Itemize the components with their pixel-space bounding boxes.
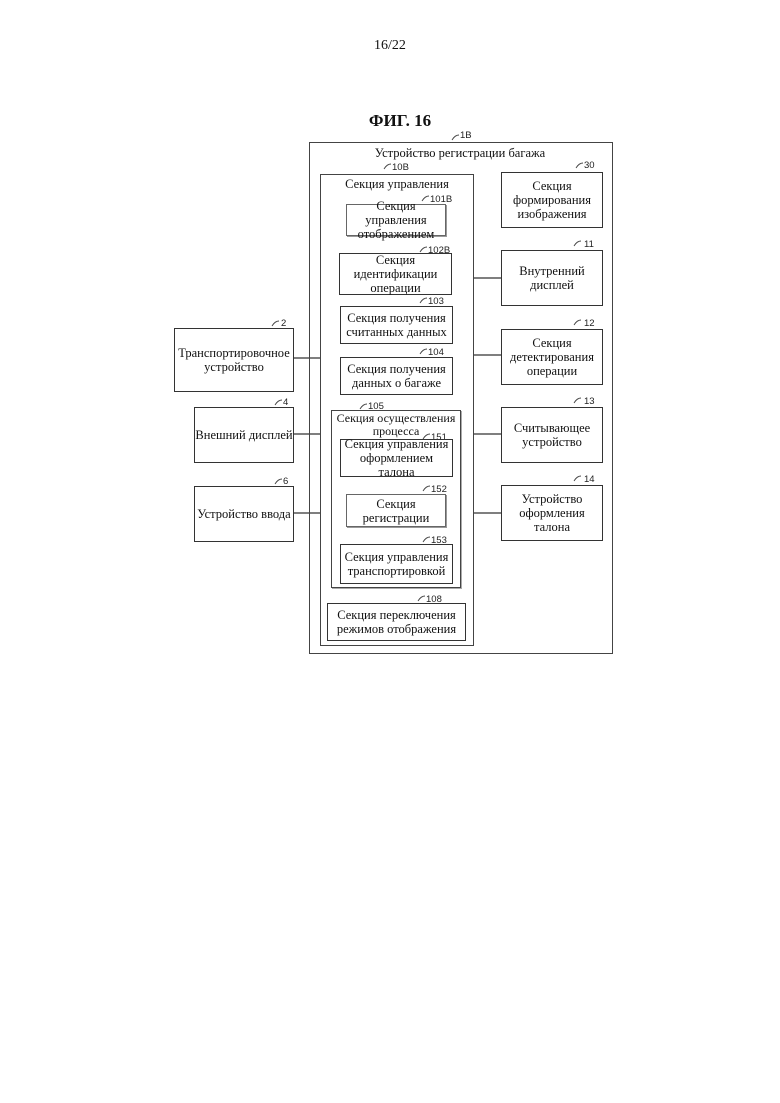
registration-label: Секция регистрации xyxy=(347,497,445,525)
operation-identification-label: Секция идентификации операции xyxy=(340,253,451,295)
tag-issuing-device: Устройство оформления талона xyxy=(501,485,603,541)
display-control-section: Секция управления отображением xyxy=(346,204,446,236)
conveyor-device: Транспортировочное устройство xyxy=(174,328,294,392)
tag-issuance-control-section: Секция управления оформлением талона xyxy=(340,439,453,477)
read-data-acquisition-section: Секция получения считанных данных xyxy=(340,306,453,344)
ref-tag-issuing-device: 14 xyxy=(584,474,595,485)
image-forming-label: Секция формирования изображения xyxy=(502,179,602,221)
conveyor-label: Транспортировочное устройство xyxy=(175,346,293,374)
input-device: Устройство ввода xyxy=(194,486,294,542)
image-forming-section: Секция формирования изображения xyxy=(501,172,603,228)
baggage-data-acquisition-section: Секция получения данных о багаже xyxy=(340,357,453,395)
display-mode-switching-label: Секция переключения режимов отображения xyxy=(328,608,465,636)
operation-identification-section: Секция идентификации операции xyxy=(339,253,452,295)
conveyance-control-label: Секция управления транспортировкой xyxy=(341,550,452,578)
ref-internal-display: 11 xyxy=(584,239,594,250)
system-label: Устройство регистрации багажа xyxy=(330,146,590,160)
ref-control-section: 10B xyxy=(392,162,409,173)
tag-issuance-control-label: Секция управления оформлением талона xyxy=(341,437,452,479)
external-display-device: Внешний дисплей xyxy=(194,407,294,463)
baggage-data-acquisition-label: Секция получения данных о багаже xyxy=(341,362,452,390)
reader-label: Считывающее устройство xyxy=(502,421,602,449)
ref-operation-detection: 12 xyxy=(584,318,595,329)
operation-detection-section: Секция детектирования операции xyxy=(501,329,603,385)
internal-display-device: Внутренний дисплей xyxy=(501,250,603,306)
operation-detection-label: Секция детектирования операции xyxy=(502,336,602,378)
conveyance-control-section: Секция управления транспортировкой xyxy=(340,544,453,584)
external-display-label: Внешний дисплей xyxy=(195,428,292,442)
internal-display-label: Внутренний дисплей xyxy=(502,264,602,292)
ref-reader: 13 xyxy=(584,396,595,407)
page-number: 16/22 xyxy=(0,38,780,54)
ref-image-forming: 30 xyxy=(584,160,595,171)
ref-system: 1B xyxy=(460,130,472,141)
figure-title: ФИГ. 16 xyxy=(330,111,470,131)
registration-section: Секция регистрации xyxy=(346,494,446,527)
tag-issuing-device-label: Устройство оформления талона xyxy=(502,492,602,534)
display-mode-switching-section: Секция переключения режимов отображения xyxy=(327,603,466,641)
reader-device: Считывающее устройство xyxy=(501,407,603,463)
control-section-label: Секция управления xyxy=(320,177,474,191)
input-device-label: Устройство ввода xyxy=(197,507,290,521)
display-control-label: Секция управления отображением xyxy=(347,199,445,241)
read-data-acquisition-label: Секция получения считанных данных xyxy=(341,311,452,339)
